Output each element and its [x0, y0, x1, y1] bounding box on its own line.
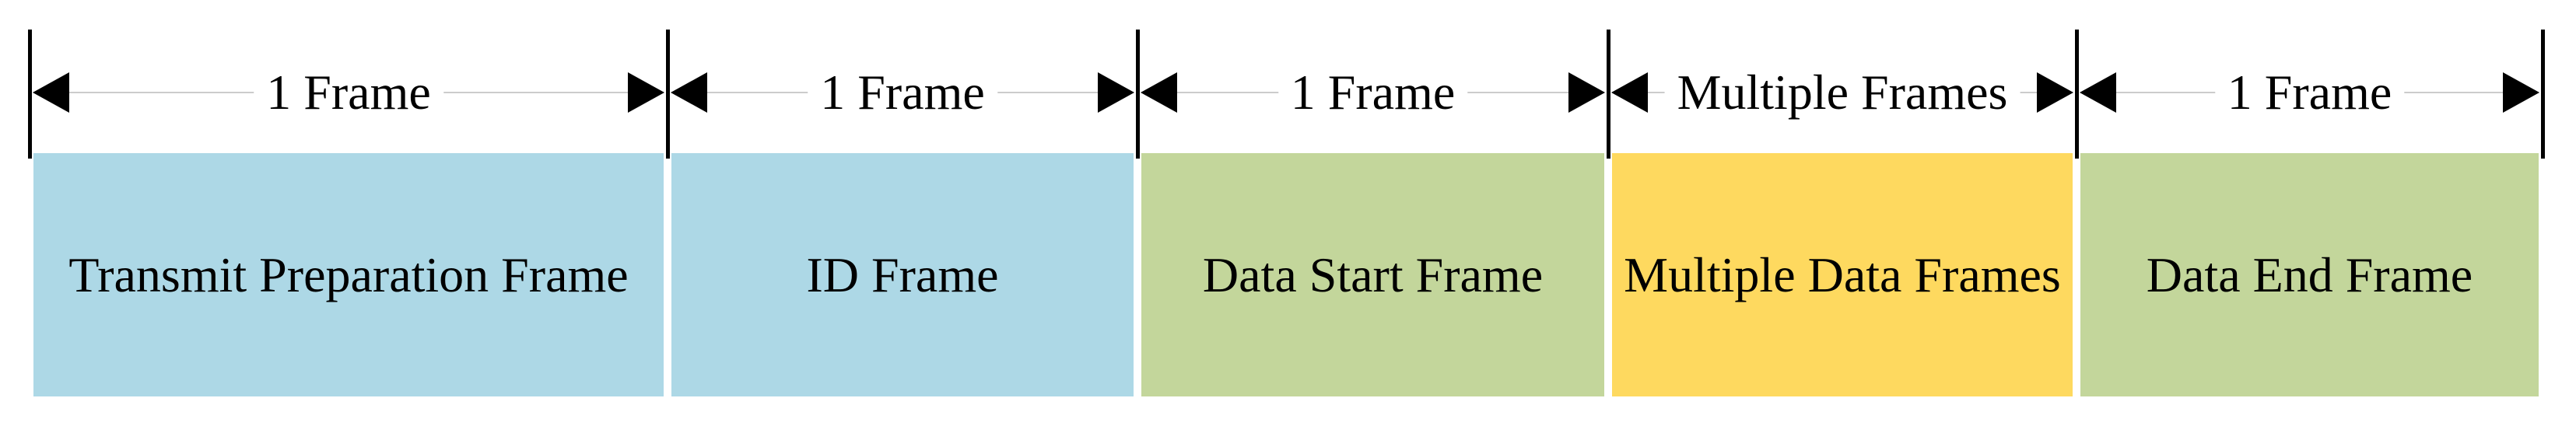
dimension-tick: [666, 30, 670, 159]
dimension-tick: [28, 30, 32, 159]
right-arrowhead-icon: [628, 72, 664, 113]
left-arrowhead-icon: [671, 72, 707, 113]
right-arrowhead-icon: [1098, 72, 1134, 113]
frame-box-label: Transmit Preparation Frame: [68, 246, 629, 302]
dimension-row: 1 Frame: [2075, 0, 2545, 159]
left-arrowhead-icon: [2080, 72, 2116, 113]
frame-box: Multiple Data Frames: [1612, 153, 2073, 396]
dimension-row: 1 Frame: [666, 0, 1137, 159]
duration-label: 1 Frame: [2214, 68, 2405, 117]
frame-section-transmit-preparation: 1 Frame Transmit Preparation Frame: [28, 0, 668, 426]
frame-section-data-end: 1 Frame Data End Frame: [2075, 0, 2545, 426]
dimension-row: 1 Frame: [28, 0, 668, 159]
frame-box: Transmit Preparation Frame: [33, 153, 664, 396]
duration-label: Multiple Frames: [1664, 68, 2020, 117]
right-arrowhead-icon: [2037, 72, 2073, 113]
dimension-row: Multiple Frames: [1607, 0, 2077, 159]
frame-box: ID Frame: [671, 153, 1134, 396]
duration-label: 1 Frame: [808, 68, 997, 117]
frame-box-label: ID Frame: [806, 246, 999, 302]
frame-box-label: Data End Frame: [2146, 246, 2473, 302]
left-arrowhead-icon: [1611, 72, 1648, 113]
dimension-tick: [2075, 30, 2079, 159]
left-arrowhead-icon: [33, 72, 69, 113]
dimension-tick: [1607, 30, 1610, 159]
frame-section-multiple-data: Multiple Frames Multiple Data Frames: [1607, 0, 2077, 426]
right-arrowhead-icon: [2503, 72, 2539, 113]
duration-label: 1 Frame: [254, 68, 443, 117]
frame-box: Data Start Frame: [1141, 153, 1604, 396]
frame-box: Data End Frame: [2080, 153, 2539, 396]
duration-label: 1 Frame: [1277, 68, 1468, 117]
dimension-tick: [2541, 30, 2545, 159]
left-arrowhead-icon: [1141, 72, 1177, 113]
frame-box-label: Data Start Frame: [1202, 246, 1544, 302]
frame-section-data-start: 1 Frame Data Start Frame: [1136, 0, 1608, 426]
frame-box-label: Multiple Data Frames: [1624, 246, 2061, 302]
dimension-row: 1 Frame: [1136, 0, 1608, 159]
right-arrowhead-icon: [1568, 72, 1605, 113]
frame-section-id: 1 Frame ID Frame: [666, 0, 1137, 426]
dimension-tick: [1136, 30, 1140, 159]
